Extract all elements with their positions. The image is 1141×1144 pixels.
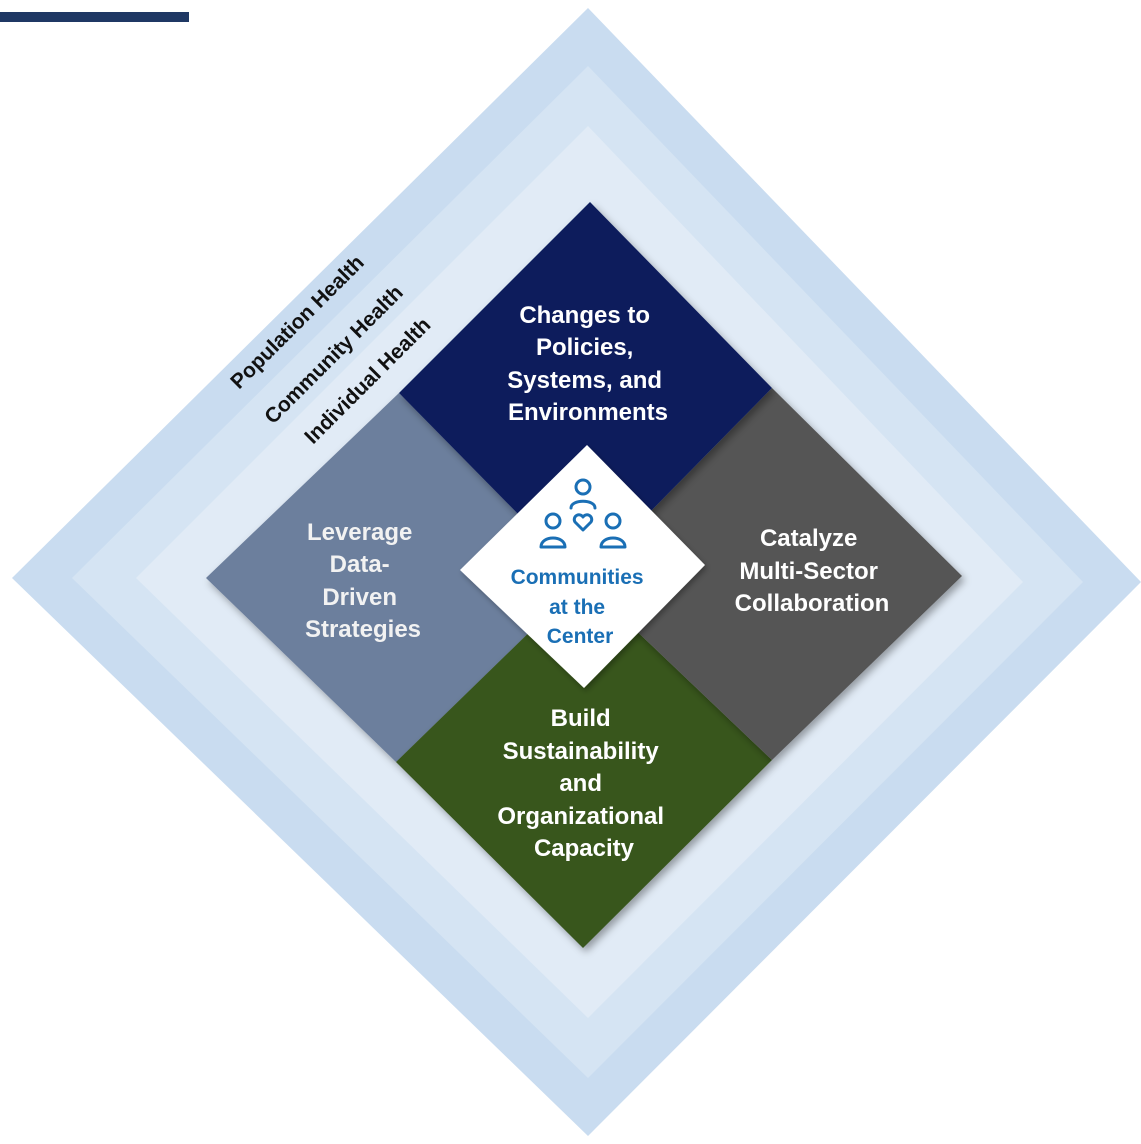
quadrant-bottom-line: Capacity bbox=[534, 835, 635, 862]
quadrant-left-label: Leverage Data- Driven Strategies bbox=[305, 519, 421, 643]
center-diamond bbox=[460, 445, 705, 688]
quadrant-right-label: Catalyze Multi-Sector Collaboration bbox=[735, 525, 890, 617]
center-label-line: Communities bbox=[511, 566, 644, 589]
quadrant-bottom-line: Organizational bbox=[497, 803, 664, 830]
quadrant-top-line: Changes to bbox=[519, 302, 650, 329]
quadrant-left-line: Leverage bbox=[307, 519, 412, 546]
quadrant-top bbox=[399, 202, 772, 580]
header-accent-bar bbox=[0, 12, 189, 22]
quadrant-top-line: Environments bbox=[508, 399, 668, 426]
quadrant-right-line: Collaboration bbox=[735, 590, 890, 617]
quadrant-bottom bbox=[396, 580, 772, 948]
quadrant-top-label: Changes to Policies, Systems, and Enviro… bbox=[507, 302, 668, 426]
center-label-line: Center bbox=[547, 625, 614, 648]
quadrant-left-line: Data- bbox=[330, 551, 390, 578]
quadrant-left-line: Driven bbox=[322, 584, 397, 611]
quadrant-right bbox=[583, 388, 962, 760]
quadrant-group bbox=[206, 202, 962, 948]
quadrant-left bbox=[206, 393, 583, 762]
people-with-heart-icon bbox=[539, 478, 627, 549]
quadrant-top-line: Systems, and bbox=[507, 367, 662, 394]
center-label-line: at the bbox=[549, 596, 605, 619]
quadrant-right-line: Catalyze bbox=[760, 525, 857, 552]
quadrant-bottom-label: Build Sustainability and Organizational … bbox=[497, 705, 670, 862]
quadrant-left-line: Strategies bbox=[305, 616, 421, 643]
center-label: Communities at the Center bbox=[511, 566, 650, 648]
quadrant-bottom-line: Sustainability bbox=[503, 738, 660, 765]
quadrant-right-line: Multi-Sector bbox=[739, 558, 878, 585]
quadrant-bottom-line: Build bbox=[551, 705, 611, 732]
quadrant-bottom-line: and bbox=[559, 770, 602, 797]
quadrant-top-line: Policies, bbox=[536, 334, 633, 361]
